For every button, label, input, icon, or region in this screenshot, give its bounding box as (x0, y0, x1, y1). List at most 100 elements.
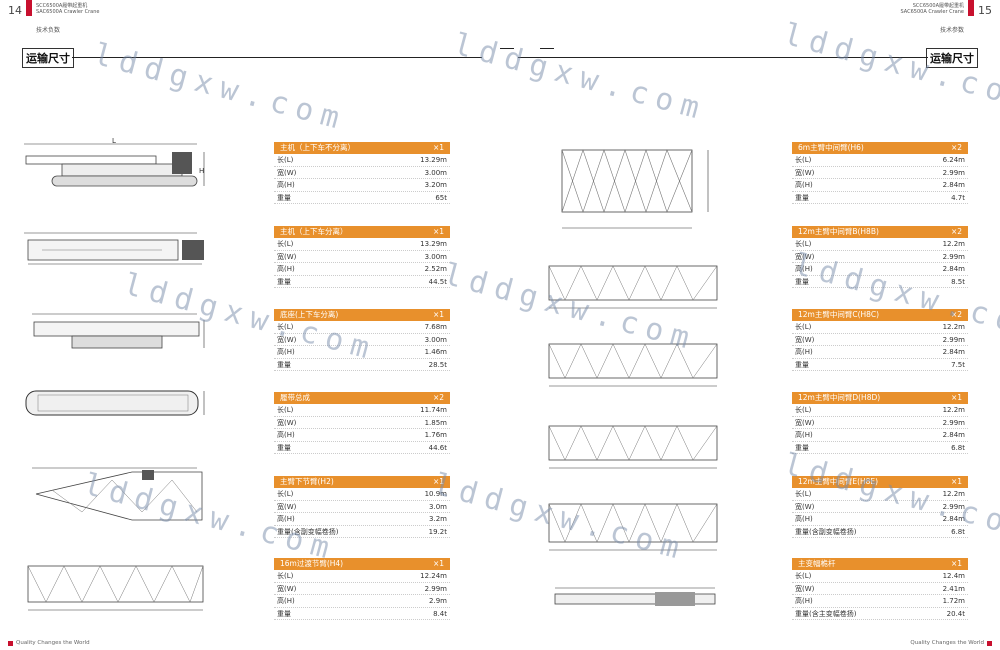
spec-value: 2.99m (942, 252, 965, 261)
spec-row: 高(H)1.76m (274, 429, 450, 442)
spec-label: 重量 (795, 193, 809, 202)
spec-quantity: ×1 (432, 477, 444, 486)
spec-row: 高(H)3.20m (274, 179, 450, 192)
spec-label: 重量(含副变幅卷扬) (795, 527, 857, 536)
drawing-boom-h8d (545, 422, 725, 472)
spec-label: 宽(W) (795, 584, 815, 593)
section-title-right: 运输尺寸 (926, 48, 978, 68)
spec-row: 长(L)10.9m (274, 488, 450, 501)
spec-value: 28.5t (428, 360, 447, 369)
page-number-left: 14 (8, 4, 22, 17)
spec-label: 高(H) (277, 515, 295, 523)
spec-row: 宽(W)2.41m (792, 583, 968, 595)
drawing-boom-h4 (22, 560, 212, 616)
spec-quantity: ×2 (950, 143, 962, 152)
header-model-left: SCC6500A履带起重机 SAC6500A Crawler Crane (36, 3, 100, 15)
divider (500, 48, 514, 49)
spec-value: 44.6t (428, 443, 447, 452)
spec-row: 高(H)2.84m (792, 513, 968, 526)
footer-square-icon (8, 640, 13, 646)
dim-h-label: H (199, 167, 204, 175)
spec-title: 12m主臂中间臂D(H8D) (798, 393, 881, 402)
spec-quantity: ×1 (950, 477, 962, 486)
spec-row: 高(H)1.72m (792, 595, 968, 608)
spec-label: 长(L) (795, 490, 812, 498)
spec-row: 重量(含副变幅卷扬)19.2t (274, 526, 450, 538)
spec-value: 12.24m (420, 572, 447, 580)
spec-value: 2.84m (942, 265, 965, 273)
spec-row: 宽(W)3.00m (274, 167, 450, 179)
drawing-main-unit-separated (22, 228, 212, 276)
spec-label: 重量(含副变幅卷扬) (277, 527, 339, 536)
spec-value: 10.9m (424, 490, 447, 498)
spec-row: 宽(W)2.99m (792, 167, 968, 179)
spec-title-bar: 6m主臂中间臂(H6)×2 (792, 142, 968, 154)
spec-row: 高(H) 2.84m (792, 263, 968, 276)
spec-quantity: ×2 (950, 310, 962, 319)
spec-row: 长(L)11.74m (274, 404, 450, 417)
spec-title: 12m主臂中间臂B(H8B) (798, 227, 879, 236)
spec-label: 长(L) (795, 156, 812, 164)
spec-label: 宽(W) (277, 252, 297, 261)
spec-value: 3.2m (429, 515, 447, 523)
spec-row: 宽(W)2.99m (792, 417, 968, 429)
footer-square-icon (987, 640, 992, 646)
spec-quantity: ×2 (950, 227, 962, 236)
header-sub-right: 技术参数 (939, 27, 964, 34)
page-number-right: 15 (978, 4, 992, 17)
spec-title-bar: 12m主臂中间臂E(H8E)×1 (792, 476, 968, 488)
page-tab-marker (968, 0, 974, 16)
spec-row: 长(L)7.68m (274, 321, 450, 334)
spec-label: 宽(W) (277, 502, 297, 511)
spec-label: 长(L) (795, 323, 812, 331)
spec-value: 12.2m (942, 240, 965, 248)
spec-label: 高(H) (277, 181, 295, 189)
spec-row: 高(H)2.84m (792, 429, 968, 442)
spec-title-bar: 底座(上下车分离)×1 (274, 309, 450, 321)
spec-label: 长(L) (795, 406, 812, 414)
spec-value: 44.5t (428, 277, 447, 286)
spec-label: 重量(含主变幅卷扬) (795, 609, 857, 618)
spec-value: 2.84m (942, 348, 965, 356)
drawing-boom-h6 (548, 140, 728, 238)
spec-value: 2.9m (429, 597, 447, 605)
footer-left: Quality Changes the World (8, 640, 90, 646)
header-sub-left: 技术负数 (36, 27, 61, 34)
model-en: SAC6500A Crawler Crane (36, 9, 100, 15)
spec-value: 7.68m (424, 323, 447, 331)
spec-label: 宽(W) (277, 335, 297, 344)
footer-text: Quality Changes the World (16, 640, 90, 646)
spec-row: 宽(W)2.99m (792, 334, 968, 346)
spec-title-bar: 主机（上下车不分离）×1 (274, 142, 450, 154)
spec-value: 2.99m (424, 584, 447, 593)
spec-value: 3.00m (424, 168, 447, 177)
spec-value: 11.74m (420, 406, 447, 414)
divider (72, 57, 482, 58)
spec-title: 主机（上下车不分离） (280, 143, 355, 152)
spec-title: 主臂下节臂(H2) (280, 477, 334, 486)
spec-value: 65t (435, 193, 447, 202)
spec-label: 高(H) (795, 265, 813, 273)
spec-quantity: ×1 (432, 310, 444, 319)
spec-value: 12.4m (942, 572, 965, 580)
spec-value: 6.24m (942, 156, 965, 164)
spec-label: 高(H) (795, 597, 813, 605)
spec-title-bar: 12m主臂中间臂C(H8C)×2 (792, 309, 968, 321)
model-en: SAC6500A Crawler Crane (900, 9, 965, 15)
spec-label: 重量 (795, 443, 809, 452)
spec-row: 长(L)12.2m (792, 488, 968, 501)
spec-value: 3.0m (429, 502, 447, 511)
spec-row: 宽(W)3.00m (274, 334, 450, 346)
spec-label: 长(L) (795, 572, 812, 580)
spec-row: 高(H)2.52m (274, 263, 450, 276)
spec-label: 高(H) (277, 431, 295, 439)
spec-title: 16m过渡节臂(H4) (280, 559, 344, 568)
spec-row: 高(H)2.84m (792, 346, 968, 359)
